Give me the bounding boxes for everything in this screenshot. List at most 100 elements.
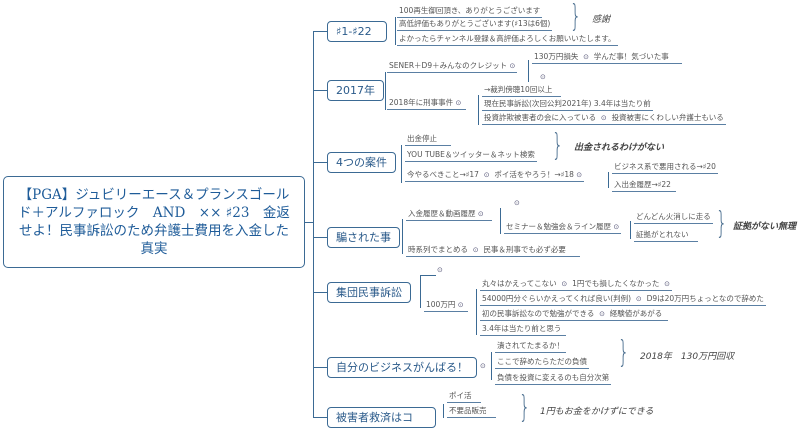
item-text: SENER＋D9＋みんなのクレジット — [389, 61, 508, 70]
item-text: 130万円損失 — [534, 52, 579, 61]
list-item[interactable]: 100万円 ⊙ — [424, 300, 468, 312]
list-item[interactable]: 投資詐欺被害者の会に入っている ⊙ 投資被害にくわしい弁護士もいる — [482, 113, 726, 125]
connector — [313, 417, 327, 418]
list-item[interactable]: 今やるべきこと→♯17 ⊙ ポイ活をやろう！→♯18 ⊙ — [405, 170, 585, 182]
list-item[interactable]: 初の民事訴訟なので勉強ができる ⊙ 経験値があがる — [480, 309, 668, 321]
item-text: 投資被害にくわしい弁護士もいる — [611, 113, 724, 122]
list-item[interactable]: 不要品販売 — [447, 406, 496, 418]
summary-note: 感謝 — [592, 15, 611, 25]
topic-2017[interactable]: 2017年 — [327, 80, 384, 101]
circle-dot-icon[interactable]: ⊙ — [613, 223, 620, 231]
topic-1-22[interactable]: ♯1-♯22 — [327, 21, 387, 42]
circle-dot-icon[interactable]: ⊙ — [561, 280, 568, 288]
list-item[interactable]: 54000円分ぐらいかえってくれば良い(判例) ⊙ D9は20万円ちょっとなので… — [480, 294, 766, 306]
topic-label: 4つの案件 — [336, 156, 387, 169]
connector — [401, 145, 402, 183]
connector — [528, 60, 529, 82]
item-text: 学んだ事！気づいた事 — [593, 52, 669, 61]
summary-note: 2018年 130万円回収 — [640, 352, 735, 362]
connector — [305, 222, 313, 223]
circle-dot-icon[interactable]: ⊙ — [455, 99, 462, 107]
list-item[interactable]: SENER＋D9＋みんなのクレジット ⊙ — [387, 61, 518, 73]
list-item[interactable]: どんどん火消しに走る — [634, 212, 713, 224]
circle-dot-icon[interactable]: ⊙ — [576, 171, 583, 179]
item-text: 1円でも損したくなかった — [572, 279, 660, 288]
list-item[interactable]: 3.4年は当たり前と思う — [480, 324, 566, 336]
item-text: 2018年に刑事事件 — [389, 98, 454, 107]
list-item[interactable]: 高低評価もありがとうございます(♯13は6個) — [397, 19, 553, 31]
connector — [313, 31, 327, 32]
connector — [420, 275, 436, 276]
brace-icon: } — [518, 390, 531, 425]
item-text: 100万円 — [426, 300, 456, 309]
circle-dot-icon[interactable]: ⊙ — [600, 114, 607, 122]
list-item[interactable]: セミナー＆勉強会＆ライン履歴 ⊙ — [504, 222, 622, 234]
connector — [313, 237, 327, 238]
summary-note: 証拠がない無理 — [733, 222, 797, 232]
item-text: 経験値があがる — [609, 309, 663, 318]
spine-connector — [313, 31, 314, 417]
brace-icon: } — [715, 206, 728, 241]
topic-deceived[interactable]: 騙された事 — [327, 227, 400, 248]
list-item[interactable]: よかったらチャンネル登録＆高評価よろしくお願いいたします。 — [397, 34, 618, 46]
circle-dot-icon[interactable]: ⊙ — [457, 301, 464, 309]
circle-dot-icon[interactable]: ⊙ — [480, 362, 486, 370]
list-item[interactable]: 丸々はかえってこない ⊙ 1円でも損したくなかった ⊙ — [480, 279, 672, 291]
connector — [476, 289, 477, 335]
list-item[interactable]: YOU TUBE＆ツイッター＆ネット検索 — [405, 150, 537, 162]
item-text: 時系列でまとめる — [408, 245, 468, 254]
list-item[interactable]: →裁判傍聴10回以上 — [482, 85, 561, 97]
list-item[interactable]: 出金停止 — [405, 134, 451, 146]
connector — [313, 162, 327, 163]
list-item[interactable]: ここで辞めたらただの負債 — [495, 357, 589, 369]
list-item[interactable]: 潰されてたまるか！ — [495, 341, 567, 353]
circle-dot-icon[interactable]: ⊙ — [509, 62, 516, 70]
item-text: 入金履歴＆動画履歴 — [408, 209, 476, 218]
circle-dot-icon[interactable]: ⊙ — [437, 266, 443, 274]
circle-dot-icon[interactable]: ⊙ — [477, 210, 484, 218]
list-item[interactable]: 時系列でまとめる ⊙ 民事＆刑事でも必ず必要 — [406, 245, 580, 257]
connector — [420, 275, 421, 308]
list-item[interactable]: 2018年に刑事事件 ⊙ — [387, 98, 466, 110]
item-text: 投資詐欺被害者の会に入っている — [484, 113, 597, 122]
summary-note: 出金されるわけがない — [574, 143, 665, 153]
list-item[interactable]: 現在民事訴訟(次回公判2021年) 3.4年は当たり前 — [482, 99, 653, 111]
connector — [313, 367, 327, 368]
topic-own-business[interactable]: 自分のビジネスがんばる！ — [327, 357, 477, 378]
circle-dot-icon[interactable]: ⊙ — [583, 53, 589, 61]
root-topic[interactable]: 【PGA】ジュビリーエース＆プランスゴールド＋アルファロック AND ×× ♯2… — [3, 176, 305, 268]
topic-label: 騙された事 — [336, 231, 391, 244]
list-item[interactable]: 証拠がとれない — [634, 230, 698, 242]
list-item[interactable]: 入出金履歴→♯22 — [612, 180, 676, 192]
list-item[interactable]: 負債を投資に変えるのも自分次第 — [495, 373, 612, 385]
item-text: 初の民事訴訟なので勉強ができる — [482, 309, 595, 318]
circle-dot-icon[interactable]: ⊙ — [664, 280, 670, 288]
brace-icon: } — [617, 335, 630, 370]
connector — [443, 404, 444, 418]
list-item[interactable]: 100再生御回頂き、ありがとうございます — [397, 6, 543, 18]
circle-dot-icon[interactable]: ⊙ — [599, 310, 606, 318]
circle-dot-icon[interactable]: ⊙ — [540, 73, 546, 81]
root-title: 【PGA】ジュビリーエース＆プランスゴールド＋アルファロック AND ×× ♯2… — [18, 187, 290, 257]
topic-four-cases[interactable]: 4つの案件 — [327, 152, 396, 173]
topic-class-action[interactable]: 集団民事訴訟 — [327, 282, 411, 303]
item-text: 民事＆刑事でも必ず必要 — [483, 245, 566, 254]
list-item[interactable]: 130万円損失 ⊙ 学んだ事！気づいた事 — [532, 52, 682, 64]
topic-victim-relief[interactable]: 被害者救済はコ — [327, 407, 436, 428]
item-text: 今やるべきこと→♯17 — [407, 170, 479, 179]
summary-note: 1円もお金をかけずにできる — [540, 407, 654, 417]
list-item[interactable]: ポイ活 — [447, 391, 481, 403]
circle-dot-icon[interactable]: ⊙ — [483, 171, 490, 179]
circle-dot-icon[interactable]: ⊙ — [472, 246, 479, 254]
circle-dot-icon[interactable]: ⊙ — [514, 199, 520, 207]
topic-label: 集団民事訴訟 — [336, 286, 402, 299]
brace-icon: } — [569, 0, 582, 34]
list-item[interactable]: ビジネス系で悪用される→♯20 — [612, 162, 718, 174]
connector — [313, 90, 327, 91]
item-text: 丸々はかえってこない — [482, 279, 557, 288]
list-item[interactable]: 入金履歴＆動画履歴 ⊙ — [406, 209, 492, 221]
topic-label: ♯1-♯22 — [336, 25, 372, 38]
connector — [630, 221, 631, 239]
connector — [385, 72, 386, 110]
circle-dot-icon[interactable]: ⊙ — [635, 295, 642, 303]
